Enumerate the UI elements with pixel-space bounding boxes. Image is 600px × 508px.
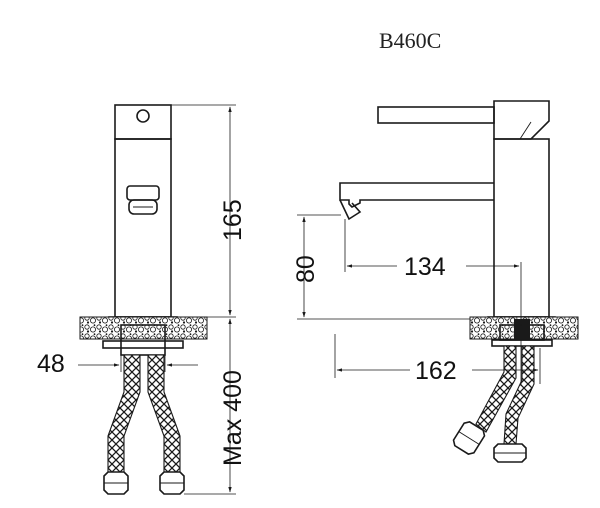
side-lever-handle [377,106,495,124]
front-faucet-body [114,138,172,318]
front-countertop [79,316,208,340]
side-hose-nut-back [493,443,527,463]
front-aerator [126,185,160,215]
front-shank [120,324,166,356]
dimension-165: 165 [219,199,247,241]
side-view [339,100,579,463]
front-dimensions: 165 Max 400 48 [37,104,247,495]
front-hose-right [147,354,181,473]
side-mounting-washer [491,339,553,347]
side-top-body [493,100,550,140]
dimension-162: 162 [415,357,457,385]
side-faucet-body [493,138,550,318]
front-view [79,104,208,495]
front-mounting-washer [102,340,184,349]
dimension-134: 134 [404,253,446,281]
side-dimensions: 80 134 162 [292,214,541,386]
front-hose-nut-right [159,471,185,495]
dimension-48: 48 [37,350,65,378]
model-title: B460C [379,28,441,53]
side-counter-hole [514,319,530,339]
side-hose-nut-front [452,421,486,455]
front-hose-nut-left [103,471,129,495]
dimension-80: 80 [292,255,320,283]
dimension-max-400: Max 400 [219,370,247,466]
front-hose-left [107,354,141,473]
side-spout [339,182,494,208]
side-spout-aerator [339,199,362,221]
front-handle-hole [136,109,150,123]
side-hose-front [475,345,517,433]
